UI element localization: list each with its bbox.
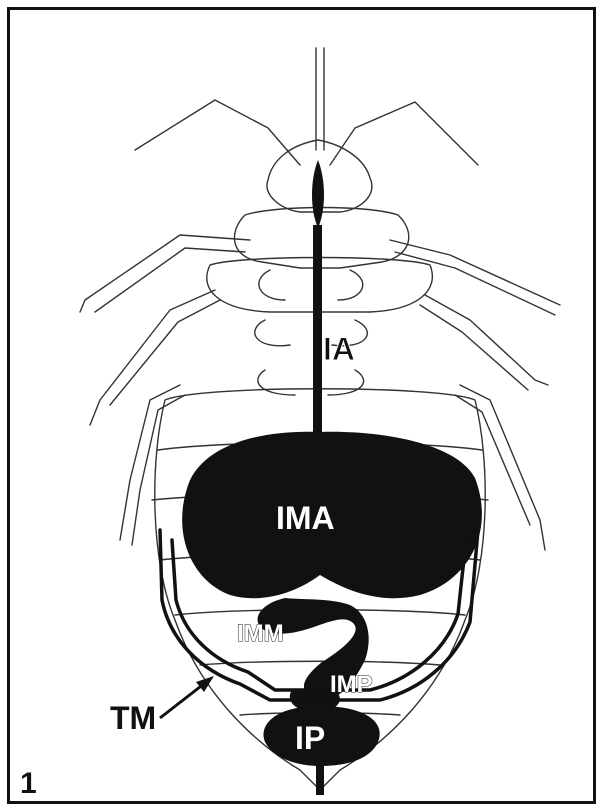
label-ip: IP xyxy=(295,722,325,754)
right-leg-1 xyxy=(390,240,560,305)
right-leg-2b xyxy=(420,305,528,390)
head-lumen xyxy=(312,160,324,228)
label-ima: IMA xyxy=(276,502,335,534)
left-leg-3b xyxy=(132,395,185,545)
label-tm: TM xyxy=(110,702,156,734)
label-imm: IMM xyxy=(237,622,284,646)
stylet xyxy=(316,48,324,150)
anterior-midgut-tube xyxy=(313,225,322,435)
right-leg-2 xyxy=(425,295,548,385)
left-leg-1b xyxy=(95,248,245,312)
label-imp: IMP xyxy=(330,673,373,697)
ventral-plate xyxy=(258,370,364,395)
left-leg-2 xyxy=(90,290,215,425)
rectum-tail xyxy=(316,766,324,795)
label-ia: IA xyxy=(323,333,355,365)
ventral-plate xyxy=(259,270,363,300)
panel-number: 1 xyxy=(20,769,37,799)
left-leg-1 xyxy=(80,235,250,312)
left-leg-3 xyxy=(120,385,180,540)
right-leg-1b xyxy=(395,252,555,315)
left-antenna xyxy=(135,100,300,165)
right-antenna xyxy=(330,102,478,165)
tm-arrow xyxy=(160,676,214,718)
